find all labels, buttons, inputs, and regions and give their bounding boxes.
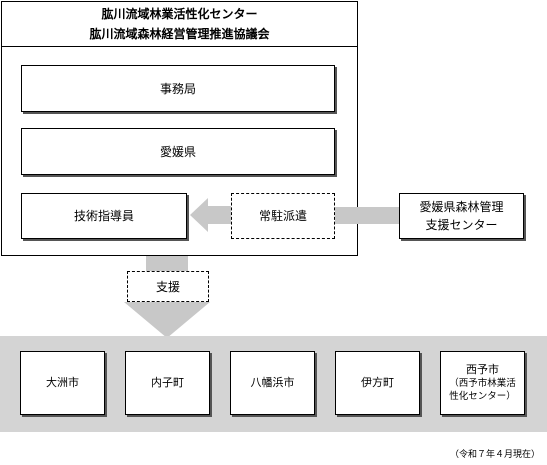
support-center-line2: 支援センター (425, 218, 498, 232)
municipality-name: 大洲市 (46, 376, 79, 389)
support-label: 支援 (155, 279, 180, 294)
municipality-name: 八幡浜市 (250, 376, 295, 389)
support-box: 支援 (127, 271, 209, 302)
municipality-ozu: 大洲市 (20, 351, 105, 415)
prefecture-box: 愛媛県 (21, 128, 335, 175)
dispatch-label: 常駐派遣 (258, 209, 307, 223)
municipality-name: 伊方町 (361, 376, 394, 389)
dispatch-connector-bar (334, 207, 400, 224)
organization-frame (1, 1, 358, 256)
dispatch-arrow-left (190, 198, 234, 232)
municipality-sub2: 性化センター） (449, 391, 516, 402)
instructor-label: 技術指導員 (73, 209, 134, 223)
instructor-box: 技術指導員 (21, 193, 187, 239)
municipality-sub1: （西予市林業活 (449, 378, 516, 389)
support-center-line1: 愛媛県森林管理 (419, 200, 504, 214)
title-divider (1, 46, 358, 47)
municipality-yawatahama: 八幡浜市 (230, 351, 315, 415)
municipality-name: 西予市 (466, 363, 499, 376)
secretariat-label: 事務局 (159, 81, 196, 96)
support-center-box: 愛媛県森林管理 支援センター (399, 193, 524, 239)
secretariat-box: 事務局 (21, 65, 335, 112)
prefecture-label: 愛媛県 (159, 144, 196, 159)
date-footnote: （令和７年４月現在） (449, 450, 540, 460)
dispatch-box: 常駐派遣 (231, 193, 335, 239)
municipality-ikata: 伊方町 (335, 351, 420, 415)
municipality-seiyo: 西予市 （西予市林業活 性化センター） (440, 351, 525, 415)
municipality-uchiko: 内子町 (125, 351, 210, 415)
org-title-line2: 肱川流域森林経営管理推進協議会 (89, 27, 270, 41)
municipality-name: 内子町 (151, 376, 184, 389)
org-title-line1: 肱川流域林業活性化センター (101, 7, 258, 21)
